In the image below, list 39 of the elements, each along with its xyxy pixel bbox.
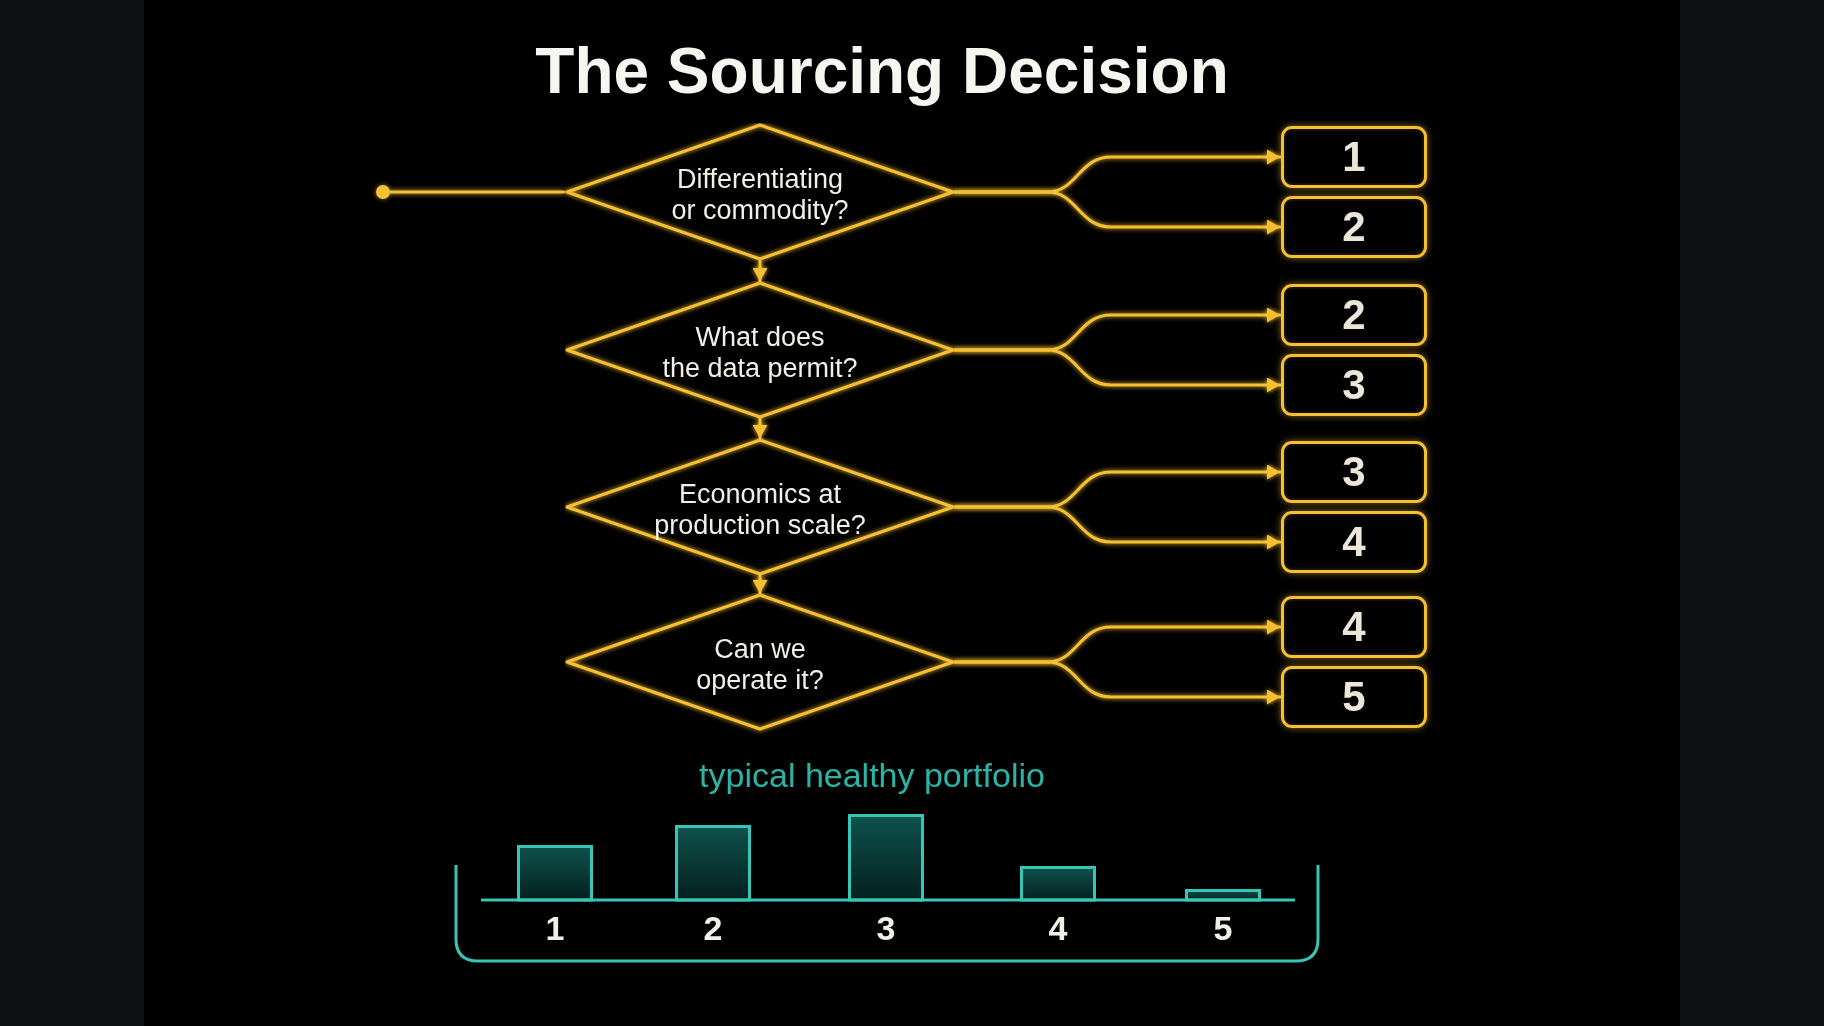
option-number: 1 xyxy=(1342,136,1366,178)
arrow xyxy=(752,417,768,440)
option-number: 4 xyxy=(1342,606,1366,648)
option-box xyxy=(1281,354,1427,416)
option-number: 2 xyxy=(1342,206,1366,248)
question-text: Differentiating or commodity? xyxy=(671,164,849,226)
arrow xyxy=(953,348,1282,393)
chart-caption: typical healthy portfolio xyxy=(699,757,1045,795)
arrow xyxy=(752,574,768,595)
category-number: 3 xyxy=(876,910,896,948)
decision-diamond xyxy=(565,281,955,419)
arrow xyxy=(953,660,1282,705)
question-text: Economics at production scale? xyxy=(654,479,866,541)
option-box xyxy=(1281,126,1427,188)
option-box xyxy=(1281,511,1427,573)
category-number: 1 xyxy=(545,910,565,948)
diagram-title: The Sourcing Decision xyxy=(535,36,1229,107)
category-number: 4 xyxy=(1048,910,1068,948)
option-number: 2 xyxy=(1342,294,1366,336)
question-text: What does the data permit? xyxy=(662,322,858,384)
option-number: 5 xyxy=(1342,676,1366,718)
option-box xyxy=(1281,666,1427,728)
category-number: 2 xyxy=(703,910,723,948)
question-text: Can we operate it? xyxy=(696,634,824,696)
category-number: 5 xyxy=(1213,910,1233,948)
decision-diamond xyxy=(565,593,955,731)
option-box xyxy=(1281,596,1427,658)
option-number: 3 xyxy=(1342,364,1366,406)
option-box xyxy=(1281,284,1427,346)
decision-diamond xyxy=(565,123,955,261)
option-number: 4 xyxy=(1342,521,1366,563)
arrow xyxy=(953,505,1282,550)
decision-diamond xyxy=(565,438,955,576)
arrow xyxy=(752,259,768,283)
connector-line xyxy=(388,190,566,194)
option-box xyxy=(1281,441,1427,503)
arrow xyxy=(953,190,1282,235)
option-box xyxy=(1281,196,1427,258)
option-number: 3 xyxy=(1342,451,1366,493)
